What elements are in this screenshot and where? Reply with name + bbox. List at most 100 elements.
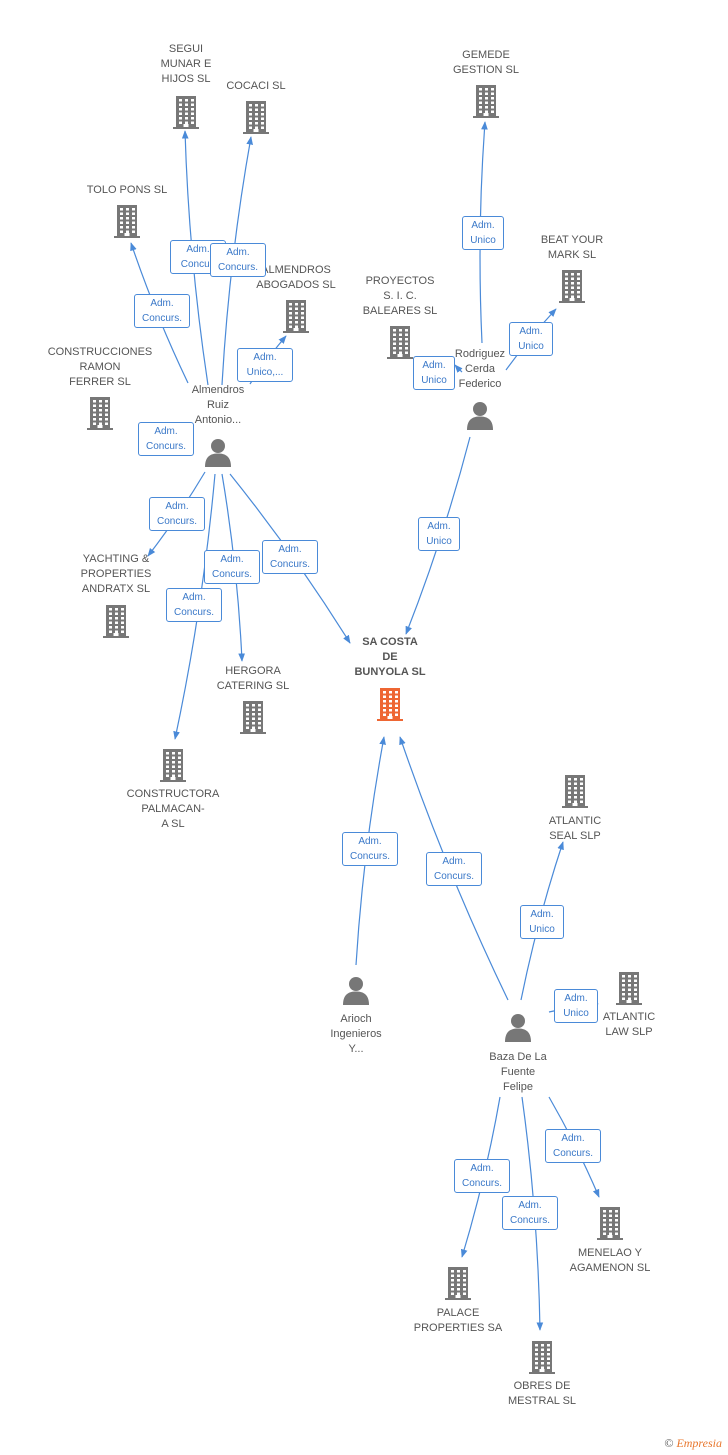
brand-logo[interactable]: Empresia <box>676 1436 722 1450</box>
node-icon-gemede[interactable] <box>466 83 506 119</box>
node-label[interactable]: CONSTRUCTORA PALMACAN- A SL <box>126 788 220 830</box>
node-icon-cocaci[interactable] <box>236 99 276 135</box>
node-label[interactable]: PALACE PROPERTIES SA <box>413 1307 503 1334</box>
node-gemede[interactable]: GEMEDE GESTION SL <box>426 48 546 78</box>
node-label[interactable]: BEAT YOUR MARK SL <box>540 234 604 261</box>
node-label[interactable]: Rodriguez Cerda Federico <box>454 348 506 390</box>
company-building-icon[interactable] <box>111 203 143 239</box>
company-building-icon[interactable] <box>240 99 272 135</box>
node-icon-atlantic_seal[interactable] <box>555 773 595 809</box>
role-badge-arioch-to-sacosta[interactable]: Adm. Concurs. <box>342 832 398 866</box>
node-rodriguez[interactable]: Rodriguez Cerda Federico <box>420 347 540 392</box>
node-icon-baza[interactable] <box>498 1012 538 1042</box>
node-menelao[interactable]: MENELAO Y AGAMENON SL <box>550 1246 670 1276</box>
role-badge-almendros_p-to-palmacana[interactable]: Adm. Concurs. <box>166 588 222 622</box>
role-badge-rodriguez-to-proyectos[interactable]: Adm. Unico <box>413 356 455 390</box>
company-building-icon[interactable] <box>237 699 269 735</box>
node-icon-sacosta[interactable] <box>370 686 410 722</box>
role-badge-baza-to-palace[interactable]: Adm. Concurs. <box>454 1159 510 1193</box>
role-badge-rodriguez-to-beat[interactable]: Adm. Unico <box>509 322 553 356</box>
node-arioch[interactable]: Arioch Ingenieros Y... <box>296 1012 416 1057</box>
company-building-icon[interactable] <box>384 324 416 360</box>
role-badge-baza-to-atlantic_seal[interactable]: Adm. Unico <box>520 905 564 939</box>
node-label[interactable]: MENELAO Y AGAMENON SL <box>569 1247 651 1274</box>
node-label[interactable]: HERGORA CATERING SL <box>216 665 290 692</box>
node-label[interactable]: SEGUI MUNAR E HIJOS SL <box>160 43 212 85</box>
node-sacosta[interactable]: SA COSTA DE BUNYOLA SL <box>330 635 450 680</box>
company-building-icon[interactable] <box>526 1339 558 1375</box>
node-atlantic_seal[interactable]: ATLANTIC SEAL SLP <box>515 814 635 844</box>
role-badge-baza-to-obres[interactable]: Adm. Concurs. <box>502 1196 558 1230</box>
role-badge-baza-to-sacosta[interactable]: Adm. Concurs. <box>426 852 482 886</box>
person-icon[interactable] <box>465 400 495 430</box>
node-label[interactable]: TOLO PONS SL <box>86 184 168 196</box>
node-segui[interactable]: SEGUI MUNAR E HIJOS SL <box>126 42 246 87</box>
company-building-icon[interactable] <box>157 747 189 783</box>
node-icon-beat[interactable] <box>552 268 592 304</box>
node-icon-palace[interactable] <box>438 1265 478 1301</box>
node-icon-yachting[interactable] <box>96 603 136 639</box>
node-baza[interactable]: Baza De La Fuente Felipe <box>458 1050 578 1095</box>
company-building-icon[interactable] <box>594 1205 626 1241</box>
person-icon[interactable] <box>341 975 371 1005</box>
focus-company-building-icon[interactable] <box>374 686 406 722</box>
role-badge-almendros_p-to-cocaci[interactable]: Adm. Concurs. <box>210 243 266 277</box>
company-building-icon[interactable] <box>100 603 132 639</box>
node-icon-segui[interactable] <box>166 94 206 130</box>
company-building-icon[interactable] <box>470 83 502 119</box>
node-icon-tolo[interactable] <box>107 203 147 239</box>
company-building-icon[interactable] <box>442 1265 474 1301</box>
node-icon-proyectos[interactable] <box>380 324 420 360</box>
node-label[interactable]: PROYECTOS S. I. C. BALEARES SL <box>362 275 438 317</box>
node-hergora[interactable]: HERGORA CATERING SL <box>193 664 313 694</box>
node-label[interactable]: OBRES DE MESTRAL SL <box>507 1380 577 1407</box>
node-label[interactable]: ATLANTIC SEAL SLP <box>548 815 602 842</box>
node-palace[interactable]: PALACE PROPERTIES SA <box>398 1306 518 1336</box>
role-badge-baza-to-atlantic_law[interactable]: Adm. Unico <box>554 989 598 1023</box>
node-icon-atlantic_law[interactable] <box>609 970 649 1006</box>
role-badge-almendros_p-to-hergora[interactable]: Adm. Concurs. <box>204 550 260 584</box>
company-building-icon[interactable] <box>84 395 116 431</box>
node-icon-rodriguez[interactable] <box>460 400 500 430</box>
node-beat[interactable]: BEAT YOUR MARK SL <box>512 233 632 263</box>
person-icon[interactable] <box>203 437 233 467</box>
role-badge-almendros_p-to-yachting[interactable]: Adm. Concurs. <box>149 497 205 531</box>
node-cocaci[interactable]: COCACI SL <box>196 79 316 94</box>
node-label[interactable]: COCACI SL <box>226 80 286 92</box>
node-label[interactable]: ATLANTIC LAW SLP <box>602 1011 656 1038</box>
node-icon-obres[interactable] <box>522 1339 562 1375</box>
node-label[interactable]: SA COSTA DE BUNYOLA SL <box>354 636 426 678</box>
role-badge-almendros_p-to-sacosta[interactable]: Adm. Concurs. <box>262 540 318 574</box>
node-atlantic_law[interactable]: ATLANTIC LAW SLP <box>569 1010 689 1040</box>
role-badge-almendros_p-to-construcciones[interactable]: Adm. Concurs. <box>138 422 194 456</box>
node-construcciones[interactable]: CONSTRUCCIONES RAMON FERRER SL <box>40 345 160 390</box>
node-label[interactable]: Baza De La Fuente Felipe <box>489 1051 547 1093</box>
node-almendros_ab[interactable]: ALMENDROS ABOGADOS SL <box>236 263 356 293</box>
node-icon-hergora[interactable] <box>233 699 273 735</box>
node-proyectos[interactable]: PROYECTOS S. I. C. BALEARES SL <box>340 274 460 319</box>
node-palmacana[interactable]: CONSTRUCTORA PALMACAN- A SL <box>113 787 233 832</box>
company-building-icon[interactable] <box>170 94 202 130</box>
node-obres[interactable]: OBRES DE MESTRAL SL <box>482 1379 602 1409</box>
node-almendros_p[interactable]: Almendros Ruiz Antonio... <box>158 383 278 428</box>
role-badge-almendros_p-to-almendros_ab[interactable]: Adm. Unico,... <box>237 348 293 382</box>
node-label[interactable]: GEMEDE GESTION SL <box>452 49 520 76</box>
node-icon-arioch[interactable] <box>336 975 376 1005</box>
company-building-icon[interactable] <box>613 970 645 1006</box>
node-icon-construcciones[interactable] <box>80 395 120 431</box>
node-yachting[interactable]: YACHTING & PROPERTIES ANDRATX SL <box>56 552 176 597</box>
node-label[interactable]: Almendros Ruiz Antonio... <box>191 384 245 426</box>
company-building-icon[interactable] <box>556 268 588 304</box>
role-badge-baza-to-menelao[interactable]: Adm. Concurs. <box>545 1129 601 1163</box>
node-label[interactable]: CONSTRUCCIONES RAMON FERRER SL <box>47 346 153 388</box>
node-tolo[interactable]: TOLO PONS SL <box>67 183 187 198</box>
company-building-icon[interactable] <box>280 298 312 334</box>
node-label[interactable]: ALMENDROS ABOGADOS SL <box>256 264 336 291</box>
company-building-icon[interactable] <box>559 773 591 809</box>
node-icon-almendros_p[interactable] <box>198 437 238 467</box>
role-badge-rodriguez-to-sacosta[interactable]: Adm. Unico <box>418 517 460 551</box>
role-badge-almendros_p-to-tolo[interactable]: Adm. Concurs. <box>134 294 190 328</box>
role-badge-rodriguez-to-gemede[interactable]: Adm. Unico <box>462 216 504 250</box>
node-icon-almendros_ab[interactable] <box>276 298 316 334</box>
node-icon-menelao[interactable] <box>590 1205 630 1241</box>
